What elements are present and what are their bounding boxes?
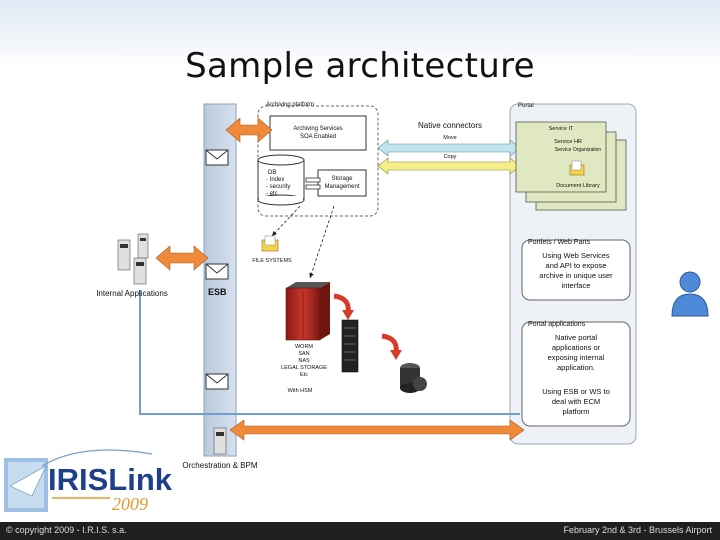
storage-label: Storage (331, 176, 353, 182)
portlets-line-2: and API to expose (546, 261, 607, 270)
archiving-services-label: Archiving Services (293, 126, 342, 132)
server-icon (213, 427, 227, 455)
service-stack (515, 121, 627, 211)
architecture-diagram: Portal ESB Archiving platform Archiving … (96, 102, 709, 470)
slide-title: Sample architecture (185, 46, 535, 86)
portal-apps-line-2: applications or (552, 343, 601, 352)
portlets-box (521, 239, 631, 301)
copy-arrow (377, 157, 521, 175)
envelope-icon (205, 263, 229, 280)
db-index-label: - Index (266, 177, 284, 183)
portal-apps-line-7: deal with ECM (552, 397, 600, 406)
arrow-to-filesystems (271, 205, 301, 237)
service-organization-label: Service Organization (555, 147, 602, 153)
storage-cabinet-icon (285, 282, 330, 341)
copy-label: Copy (444, 154, 457, 160)
san-label: SAN (298, 351, 309, 357)
portal-apps-line-4: application. (557, 363, 595, 372)
db-label: DB (268, 170, 276, 176)
worm-label: WORM (295, 344, 313, 350)
portal-apps-line-6: Using ESB or WS to (542, 387, 610, 396)
server-icon (133, 257, 147, 285)
orchestration-label: Orchestration & BPM (182, 461, 257, 470)
portal-apps-line-3: exposing internal (548, 353, 605, 362)
logo-brand: IRISLink (48, 462, 173, 497)
with-hsm-label: With HSM (288, 388, 313, 394)
soa-enabled-label: SOA Enabled (300, 134, 336, 140)
db-security-label: - security (266, 184, 290, 190)
portal-apps-line-8: platform (562, 407, 589, 416)
portlets-line-1: Using Web Services (542, 251, 610, 260)
portlets-title: Portlets / Web Parts (528, 239, 591, 246)
storage-management-box (317, 169, 367, 197)
logo-year: 2009 (112, 494, 148, 514)
native-connectors-label: Native connectors (418, 121, 482, 130)
red-arrow-1 (333, 293, 351, 313)
envelope-icon (205, 373, 229, 390)
folder-icon (569, 160, 585, 176)
db-cylinder (257, 154, 305, 206)
server-icon (137, 233, 149, 259)
management-label: Management (324, 184, 359, 190)
portal-label: Portal (518, 103, 534, 109)
arrow-to-worm (309, 205, 335, 279)
archiving-platform-label: Archiving platform (266, 102, 314, 108)
portal-apps-line-1: Native portal (555, 333, 597, 342)
archiving-services-box (269, 115, 367, 151)
envelope-icon (205, 149, 229, 166)
user-icon (671, 271, 709, 317)
disk-drive-icon (400, 363, 427, 393)
esb-label: ESB (208, 287, 227, 297)
service-hr-label: Service HR (554, 139, 582, 145)
portlets-line-4: interface (562, 281, 591, 290)
portal-apps-title: Portal applications (528, 321, 586, 328)
document-library-label: Document Library (556, 183, 600, 189)
etc-label: Etc (300, 372, 308, 378)
tape-rack-icon (341, 319, 359, 373)
portlets-line-3: archive in unique user (539, 271, 613, 280)
orange-arrow-internal (155, 245, 209, 271)
footer-copyright: © copyright 2009 - I.R.I.S. s.a. (6, 525, 127, 535)
legal-storage-label: LEGAL STORAGE (281, 365, 327, 371)
service-it-label: Service IT (549, 126, 574, 132)
red-arrow-2 (381, 333, 399, 353)
folder-icon (261, 235, 279, 252)
footer-bar: © copyright 2009 - I.R.I.S. s.a. Februar… (0, 522, 720, 540)
portal-apps-box (521, 321, 631, 427)
file-systems-label: FILE SYSTEMS (252, 258, 292, 264)
internal-applications-label: Internal Applications (96, 289, 168, 298)
server-icon (117, 239, 131, 271)
orange-arrow-archiving (225, 117, 273, 143)
nas-label: NAS (298, 358, 310, 364)
move-label: Move (443, 135, 456, 141)
orange-arrow-bottom (229, 419, 525, 441)
blue-connection-line (139, 290, 520, 415)
footer-event: February 2nd & 3rd - Brussels Airport (563, 525, 712, 535)
iris-logo: IRISLink 2009 (4, 449, 173, 514)
db-etc-label: - etc (266, 191, 278, 197)
